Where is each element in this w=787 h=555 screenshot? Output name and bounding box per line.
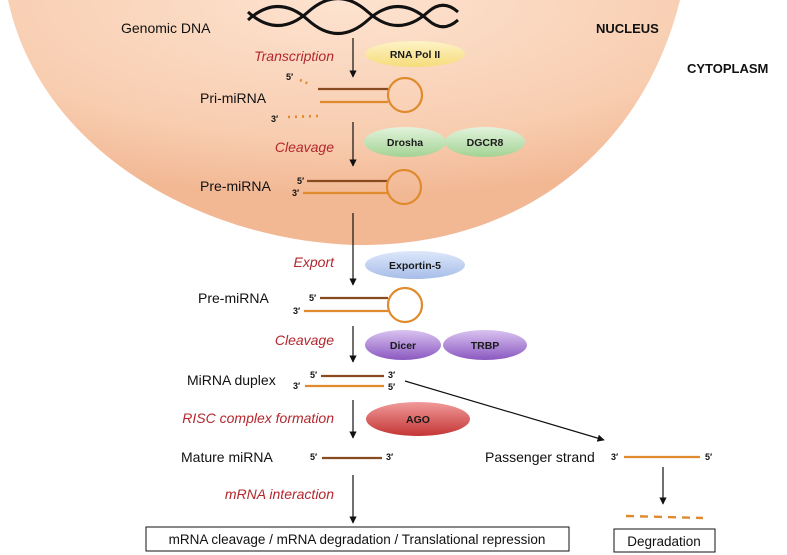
step-cleavage-1: Cleavage [275, 139, 334, 155]
nucleus-label: NUCLEUS [596, 21, 659, 36]
pre-c-five-prime: 5′ [309, 293, 316, 303]
stage-mirna-duplex: MiRNA duplex [187, 372, 276, 388]
pre-n-three-prime: 3′ [292, 188, 299, 198]
svg-text:DGCR8: DGCR8 [467, 137, 504, 149]
enzyme-exportin-5: Exportin-5 [365, 251, 465, 279]
pri-mirna-hairpin-icon [287, 76, 424, 119]
svg-text:AGO: AGO [406, 414, 430, 426]
duplex-five-prime-top: 5′ [310, 370, 317, 380]
nucleus-region [8, 0, 680, 246]
passenger-five-prime: 5′ [705, 452, 712, 462]
mirna-duplex-icon [305, 374, 384, 388]
pri-three-prime: 3′ [271, 114, 278, 124]
svg-text:Exportin-5: Exportin-5 [389, 260, 441, 272]
degraded-strand-icon [625, 514, 704, 520]
stage-pre-mirna-cytoplasm: Pre-miRNA [198, 290, 269, 306]
enzyme-dicer: Dicer [365, 330, 441, 360]
cytoplasm-label: CYTOPLASM [687, 61, 768, 76]
arrow-to-passenger [404, 380, 605, 442]
enzyme-ago: AGO [366, 402, 470, 436]
svg-text:RNA Pol II: RNA Pol II [390, 49, 440, 61]
svg-text:Drosha: Drosha [387, 137, 423, 149]
stage-mature-mirna: Mature miRNA [181, 449, 273, 465]
passenger-three-prime: 3′ [611, 452, 618, 462]
pri-five-prime: 5′ [286, 72, 293, 82]
pre-mirna-hairpin-nucleus-icon [303, 168, 423, 206]
outcome-main-text: mRNA cleavage / mRNA degradation / Trans… [169, 532, 546, 547]
step-transcription: Transcription [254, 48, 334, 64]
svg-text:Dicer: Dicer [390, 340, 416, 352]
stage-pre-mirna-nucleus: Pre-miRNA [200, 178, 271, 194]
enzyme-trbp: TRBP [443, 330, 527, 360]
pre-mirna-hairpin-cytoplasm-icon [304, 286, 424, 324]
outcome-main-box: mRNA cleavage / mRNA degradation / Trans… [145, 526, 570, 552]
enzyme-dgcr8: DGCR8 [445, 127, 525, 157]
mature-three-prime: 3′ [386, 452, 393, 462]
pre-c-three-prime: 3′ [293, 306, 300, 316]
step-cleavage-2: Cleavage [275, 332, 334, 348]
enzyme-drosha: Drosha [364, 127, 446, 157]
pre-n-five-prime: 5′ [297, 176, 304, 186]
mature-five-prime: 5′ [310, 452, 317, 462]
svg-text:TRBP: TRBP [471, 340, 500, 352]
step-export: Export [294, 254, 336, 270]
step-mrna-interaction: mRNA interaction [225, 486, 334, 502]
stage-pri-mirna: Pri-miRNA [200, 90, 267, 106]
dna-helix-icon [246, 0, 460, 35]
step-risc-formation: RISC complex formation [182, 410, 334, 426]
outcome-passenger-text: Degradation [627, 534, 701, 549]
duplex-three-prime-bottom: 3′ [293, 381, 300, 391]
enzyme-rna-pol-ii: RNA Pol II [365, 41, 465, 67]
stage-passenger-strand: Passenger strand [485, 449, 595, 465]
stage-genomic-dna: Genomic DNA [121, 20, 211, 36]
duplex-three-prime-top: 3′ [388, 370, 395, 380]
duplex-five-prime-bottom: 5′ [388, 382, 395, 392]
outcome-passenger-box: Degradation [613, 528, 716, 553]
